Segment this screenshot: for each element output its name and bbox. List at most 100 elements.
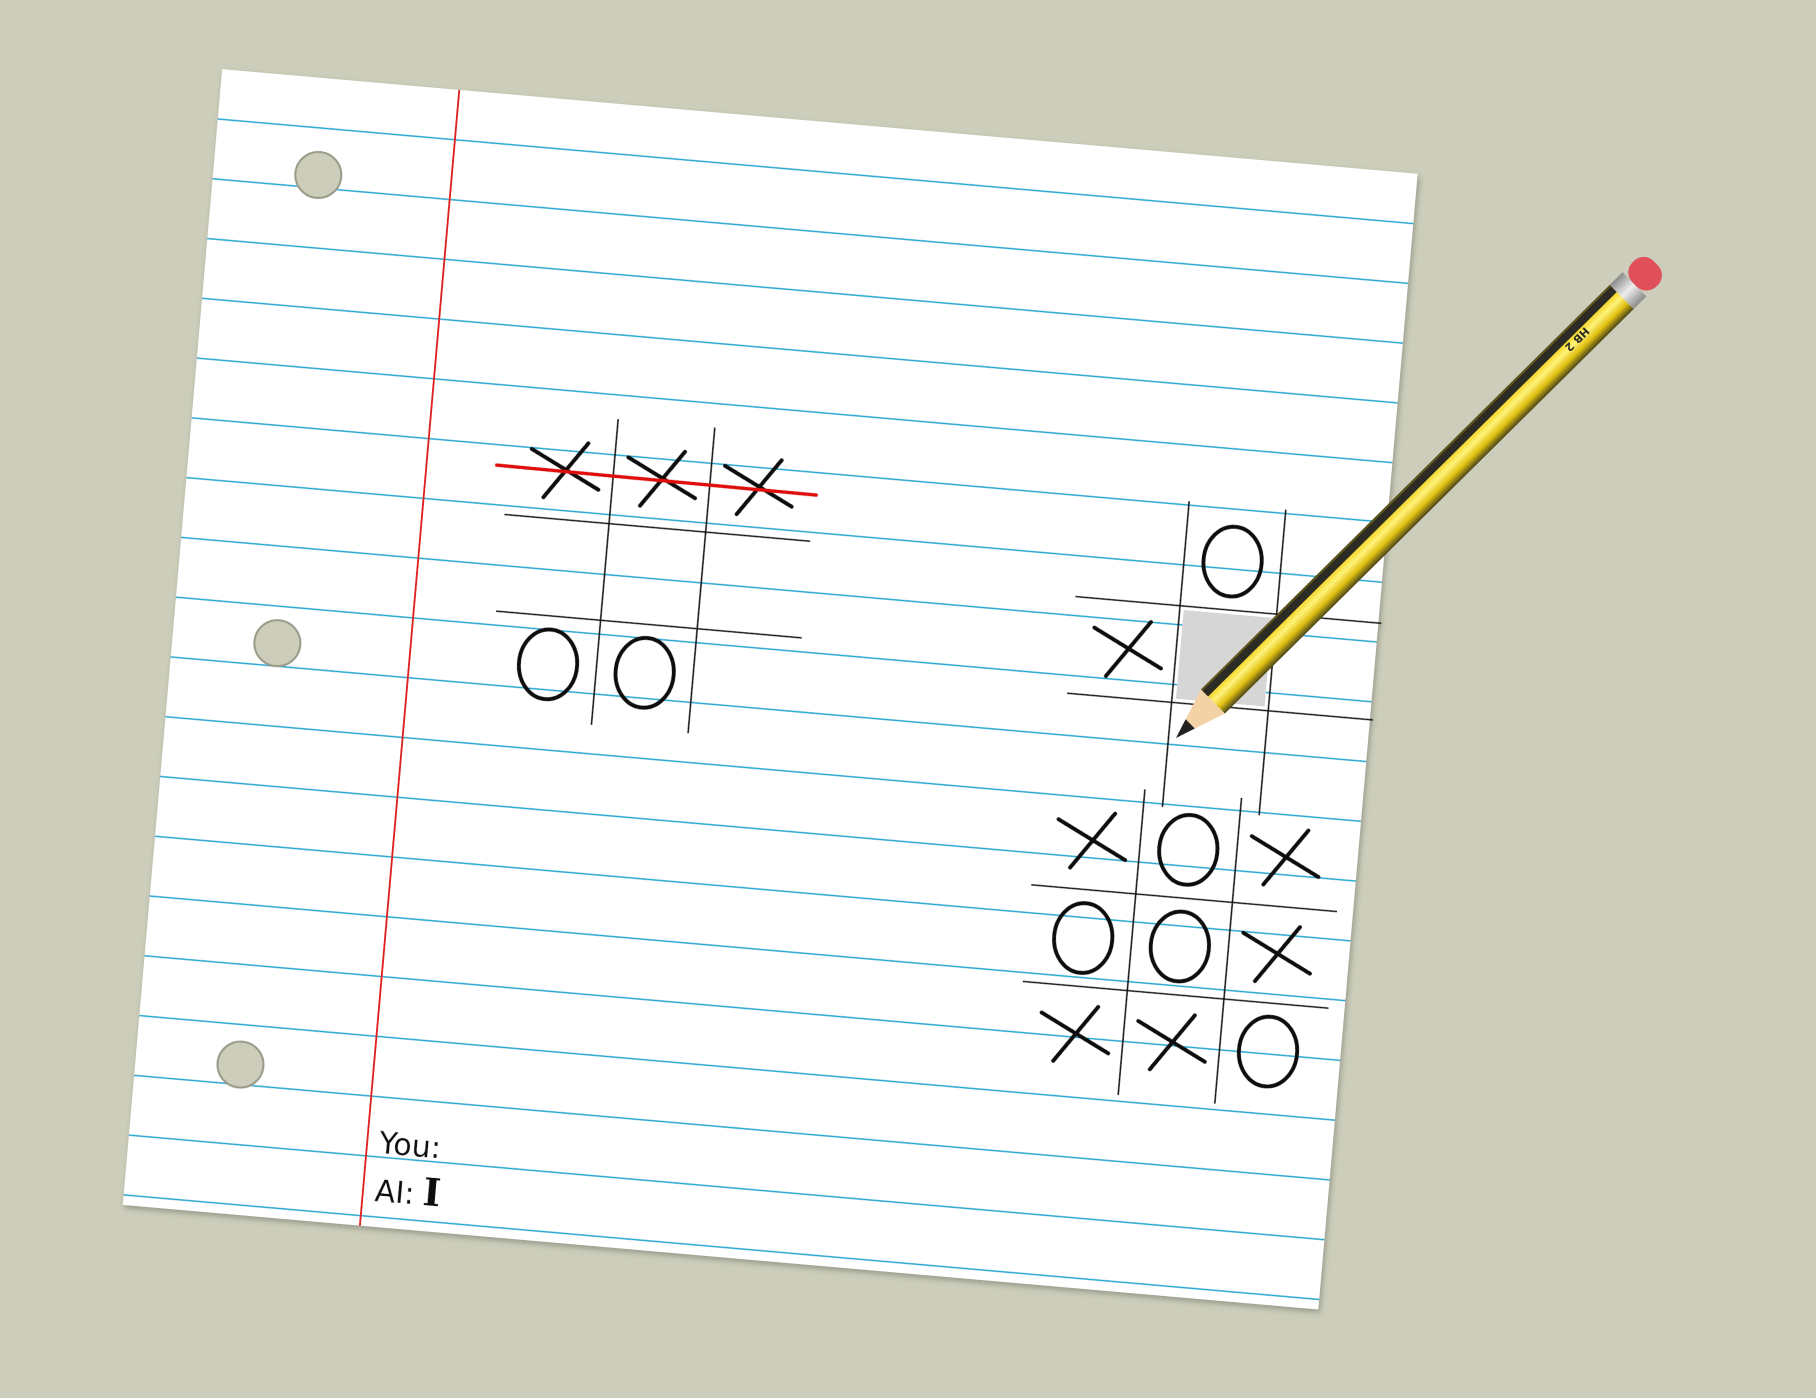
board-cell	[1201, 524, 1264, 599]
board-cell[interactable]	[504, 515, 609, 620]
rule-line	[175, 596, 1372, 703]
rule-line	[186, 476, 1382, 584]
board-cell	[1136, 1013, 1207, 1072]
rule-line	[217, 118, 1414, 225]
cell-hit-area[interactable]	[601, 524, 706, 629]
pencil: HB 2	[1176, 256, 1662, 738]
winning-line	[494, 463, 819, 497]
binder-hole	[294, 150, 343, 199]
grid-line-vertical	[1117, 789, 1146, 1096]
x-stroke	[1051, 1004, 1101, 1063]
o-mark-icon	[1052, 901, 1115, 975]
binder-hole	[216, 1040, 265, 1089]
o-mark-icon	[1236, 1014, 1300, 1089]
scoreboard: You: AI: I	[373, 1126, 443, 1216]
board-cell	[626, 449, 697, 508]
x-mark-icon	[1056, 811, 1128, 870]
grid-line-vertical	[1161, 501, 1190, 808]
board-cell	[1236, 1014, 1300, 1089]
board-game-3	[1022, 789, 1338, 1104]
pencil-stripe-top	[1202, 286, 1617, 697]
margin-line	[358, 89, 461, 1226]
rule-line	[128, 1134, 1325, 1241]
board-cell[interactable]	[1260, 711, 1365, 816]
board-cell	[1039, 1004, 1111, 1063]
rule-line	[212, 177, 1409, 285]
x-stroke	[1261, 828, 1311, 887]
rule-line	[123, 1194, 1320, 1301]
x-mark-icon	[1092, 620, 1163, 678]
pencil-ferrule	[1609, 272, 1647, 310]
x-stroke	[734, 458, 784, 517]
grid-line-horizontal	[1075, 595, 1382, 625]
board-cell[interactable]	[601, 524, 706, 629]
grid-line-vertical	[590, 418, 619, 725]
x-mark-icon	[1039, 1004, 1111, 1063]
board-cell	[613, 635, 676, 710]
board-cell[interactable]	[697, 532, 802, 637]
grid-line-vertical	[687, 427, 716, 734]
score-you-label: You:	[377, 1126, 443, 1166]
grid-line-horizontal	[1022, 980, 1329, 1009]
o-mark-icon	[516, 627, 580, 702]
board-cell	[516, 627, 580, 702]
score-ai-value: I	[421, 1169, 443, 1215]
rule-line	[165, 715, 1362, 823]
grid-line-horizontal	[1031, 884, 1338, 913]
grid-line-vertical	[1213, 797, 1243, 1104]
cell-hit-area[interactable]	[1083, 501, 1188, 606]
board-cell	[723, 458, 794, 517]
rule-line	[170, 656, 1367, 763]
board-cell	[1056, 811, 1128, 870]
rule-line	[196, 357, 1393, 464]
x-mark-icon	[1241, 925, 1312, 984]
notebook-paper: You: AI: I	[122, 69, 1418, 1310]
rule-line	[144, 955, 1341, 1062]
cell-hit-area[interactable]	[697, 532, 802, 637]
grid-line-horizontal	[504, 513, 811, 543]
o-mark-icon	[1201, 524, 1264, 599]
rule-line	[202, 297, 1398, 404]
board-cell	[1092, 620, 1163, 678]
board-cell	[1241, 925, 1312, 984]
cell-hit-area[interactable]	[1067, 694, 1172, 799]
o-mark-icon	[1157, 812, 1220, 887]
pencil-body	[1201, 284, 1634, 714]
o-mark-icon	[1148, 909, 1211, 984]
board-cell[interactable]	[689, 629, 794, 734]
board-cell	[1148, 909, 1211, 984]
rule-line	[181, 536, 1377, 643]
board-game-1	[494, 418, 819, 734]
cell-hit-area[interactable]	[504, 515, 609, 620]
grid-line-horizontal	[495, 610, 802, 639]
binder-hole	[253, 619, 302, 668]
rule-line	[160, 775, 1356, 882]
x-stroke	[1252, 925, 1302, 984]
rule-line	[149, 895, 1346, 1002]
rule-line	[207, 237, 1403, 344]
x-mark-icon	[723, 458, 794, 517]
board-cell[interactable]	[1083, 501, 1188, 606]
board-cell	[1249, 828, 1321, 887]
x-stroke	[638, 449, 688, 508]
rule-line	[154, 835, 1351, 942]
x-stroke	[1068, 811, 1118, 870]
board-cell[interactable]	[1067, 694, 1172, 799]
x-stroke	[1103, 620, 1153, 678]
x-mark-icon	[626, 449, 697, 508]
ruled-lines	[123, 118, 1414, 1301]
rule-line	[134, 1074, 1330, 1181]
cell-hit-area[interactable]	[689, 629, 794, 734]
pencil-lead	[1176, 719, 1195, 738]
pencil-eraser	[1628, 256, 1662, 291]
x-mark-icon	[1249, 828, 1321, 887]
board-cell	[1052, 901, 1115, 975]
rule-line	[191, 417, 1388, 524]
cell-hit-area[interactable]	[1260, 711, 1365, 816]
board-cell	[1157, 812, 1220, 887]
score-ai-label: AI:	[373, 1174, 415, 1212]
x-mark-icon	[1136, 1013, 1207, 1072]
x-stroke	[1147, 1013, 1197, 1072]
board-game-2	[1066, 501, 1382, 816]
